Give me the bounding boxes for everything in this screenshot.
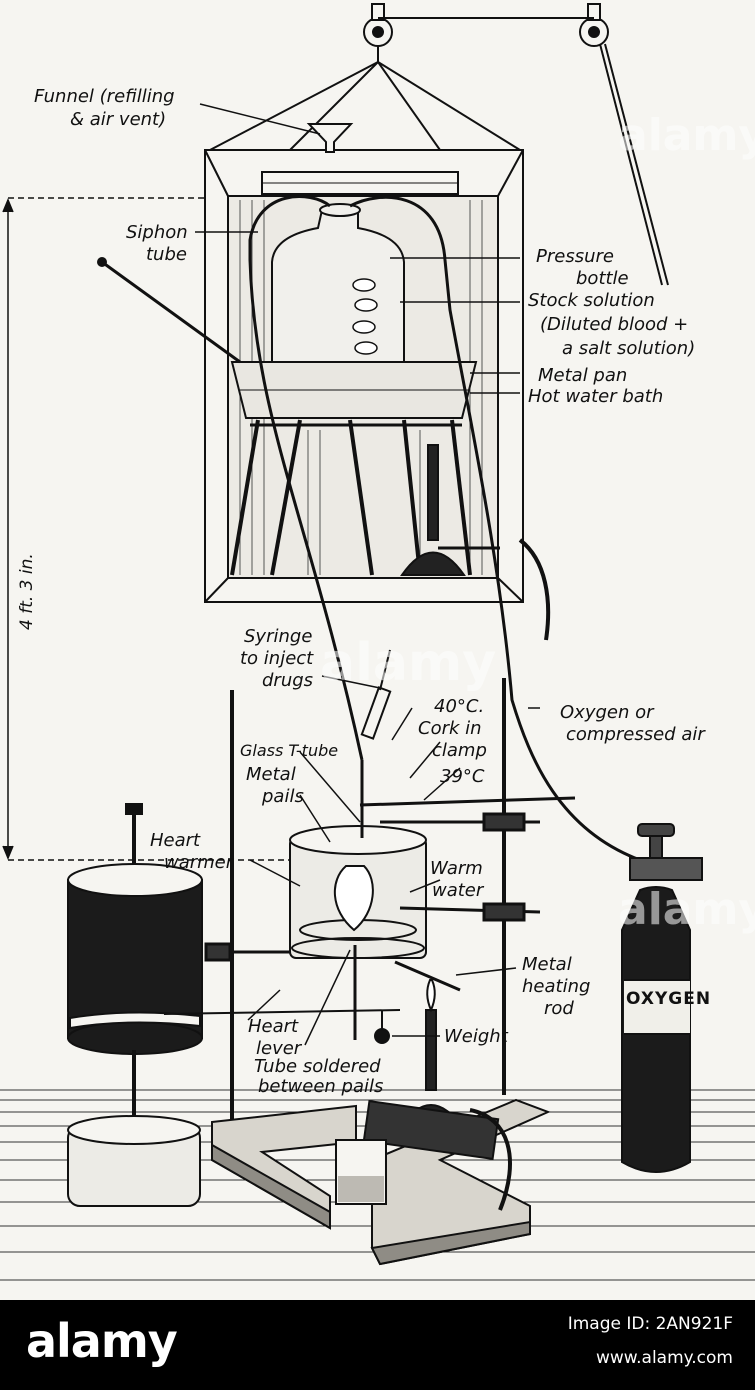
label-funnel-line1: Funnel (refilling — [34, 86, 175, 107]
label-metal-pails-line2: pails — [261, 786, 304, 807]
thermometer-rod — [101, 260, 241, 364]
stand-base-left — [211, 1104, 357, 1230]
ring-stands — [230, 678, 506, 1125]
image-id-text: Image ID: 2AN921F — [567, 1314, 733, 1334]
oxygen-cylinder — [621, 823, 703, 1173]
label-temp-40: 40°C. — [434, 696, 484, 717]
bunsen-burner-lower — [362, 979, 512, 1211]
label-syringe-line1: Syringe — [244, 626, 312, 647]
label-temp-39: 39°C — [440, 766, 485, 787]
label-pressure-line1: Pressure — [536, 246, 614, 267]
bunsen-burner-upper — [400, 444, 500, 576]
label-siphon-line1: Siphon — [126, 222, 188, 243]
label-heart-warmer-line2: warmer — [164, 852, 235, 873]
watermark: alamy — [618, 884, 755, 935]
label-metal-rod-line2: heating — [522, 976, 590, 997]
label-stock-line2: (Diluted blood + — [540, 314, 688, 335]
label-oxygen-line1: Oxygen or — [560, 702, 655, 723]
label-cork-line2: clamp — [432, 740, 487, 761]
label-warm-water-line2: water — [432, 880, 485, 901]
label-glass-t-tube: Glass T-tube — [240, 741, 338, 760]
label-syringe-line2: to inject — [240, 648, 314, 669]
label-tube-soldered-line1: Tube soldered — [254, 1056, 381, 1077]
funnel — [306, 123, 354, 153]
label-weight: Weight — [444, 1026, 509, 1047]
tripod-stand — [230, 419, 472, 576]
watermarks: alamy alamy alamy — [320, 110, 755, 935]
label-hot-water-bath: Hot water bath — [528, 386, 663, 407]
label-metal-rod-line3: rod — [544, 998, 574, 1019]
beaker — [335, 1139, 387, 1205]
height-dimension — [2, 197, 290, 861]
label-stock-line1: Stock solution — [528, 290, 655, 311]
label-metal-rod-line1: Metal — [522, 954, 572, 975]
label-oxygen-line2: compressed air — [566, 724, 706, 745]
stand-base-right — [370, 1098, 551, 1266]
pulley-system — [209, 3, 669, 286]
label-tube-soldered-line2: between pails — [258, 1076, 383, 1097]
label-heart-lever-line2: lever — [256, 1038, 303, 1059]
glass-t-tube — [353, 760, 576, 1040]
label-siphon-line2: tube — [146, 244, 187, 265]
label-metal-pan: Metal pan — [538, 365, 627, 386]
stock-footer-bar: alamy Image ID: 2AN921F www.alamy.com — [0, 1300, 755, 1390]
siphon-tubes — [248, 195, 641, 862]
label-funnel-line2: & air vent) — [70, 109, 166, 130]
label-cork-line1: Cork in — [418, 718, 482, 739]
clamps — [204, 812, 541, 992]
pressure-bottle — [271, 203, 405, 363]
site-url-link[interactable]: www.alamy.com — [595, 1348, 733, 1368]
heart-lever — [163, 1009, 401, 1044]
thermometer-bulb — [97, 257, 107, 267]
label-heart-warmer-line1: Heart — [150, 830, 201, 851]
label-stock-line3: a salt solution) — [562, 338, 695, 359]
label-metal-pails-line1: Metal — [246, 764, 296, 785]
callout-labels: Funnel (refilling & air vent) Siphon tub… — [17, 86, 706, 1097]
label-heart-lever-line1: Heart — [248, 1016, 299, 1037]
label-syringe-line3: drugs — [262, 670, 313, 691]
label-pressure-line2: bottle — [576, 268, 629, 289]
kymograph-drum — [67, 803, 203, 1207]
syringe — [360, 649, 392, 740]
alamy-logo: alamy — [26, 1314, 178, 1368]
heart-warmer-pail — [289, 825, 427, 959]
label-height: 4 ft. 3 in. — [17, 553, 37, 630]
oxygen-cylinder-label: OXYGEN — [626, 989, 711, 1009]
watermark: alamy — [618, 110, 755, 161]
label-warm-water-line1: Warm — [430, 858, 483, 879]
metal-pan — [230, 361, 478, 419]
leader-lines — [195, 103, 540, 1046]
apparatus-illustration: OXYGEN Funnel (refilling & air vent) Sip… — [0, 3, 755, 1281]
watermark: alamy — [320, 633, 496, 693]
